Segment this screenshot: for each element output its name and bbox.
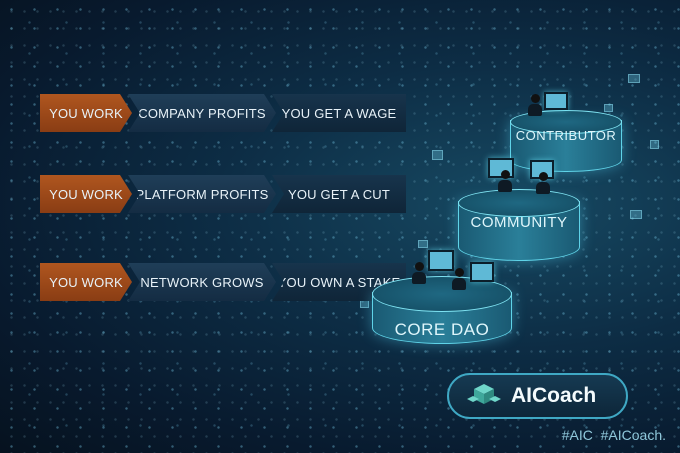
monitor-icon [470, 262, 494, 282]
network-grows-step: NETWORK GROWS [128, 263, 276, 301]
flow-row-wage: YOU WORK COMPANY PROFITS YOU GET A WAGE [40, 94, 406, 132]
wage-result-step: YOU GET A WAGE [272, 94, 406, 132]
platform-profits-step: PLATFORM PROFITS [128, 175, 276, 213]
stake-result-step: YOU OWN A STAKE [272, 263, 406, 301]
core-dao-label: CORE DAO [394, 320, 490, 339]
floating-square [604, 104, 613, 112]
person-icon [452, 268, 466, 290]
community-tier: COMMUNITY [458, 185, 580, 265]
you-work-step: YOU WORK [40, 94, 132, 132]
contributor-tier: CONTRIBUTOR [510, 108, 622, 178]
cut-result-step: YOU GET A CUT [272, 175, 406, 213]
company-profits-step: COMPANY PROFITS [128, 94, 276, 132]
flow-row-stake: YOU WORK NETWORK GROWS YOU OWN A STAKE [40, 263, 406, 301]
brand-name: AICoach [511, 384, 597, 407]
monitor-icon [428, 250, 454, 271]
core-dao-tier: CORE DAO [372, 270, 512, 350]
flow-row-cut: YOU WORK PLATFORM PROFITS YOU GET A CUT [40, 175, 406, 213]
floating-square [628, 74, 640, 83]
hashtags: #AIC #AICoach. [561, 427, 666, 443]
person-icon [412, 262, 426, 284]
person-icon [528, 94, 542, 116]
cube-logo-icon [467, 384, 501, 404]
floating-square [418, 240, 428, 248]
monitor-icon [544, 92, 568, 110]
floating-square [650, 140, 659, 149]
floating-square [432, 150, 443, 160]
floating-square [360, 300, 369, 308]
community-label: COMMUNITY [470, 214, 568, 231]
floating-square [630, 210, 642, 219]
you-work-step: YOU WORK [40, 175, 132, 213]
contributor-label: CONTRIBUTOR [515, 128, 617, 143]
you-work-step: YOU WORK [40, 263, 132, 301]
aicoach-logo: AICoach [447, 373, 628, 419]
person-icon [536, 172, 550, 194]
person-icon [498, 170, 512, 192]
